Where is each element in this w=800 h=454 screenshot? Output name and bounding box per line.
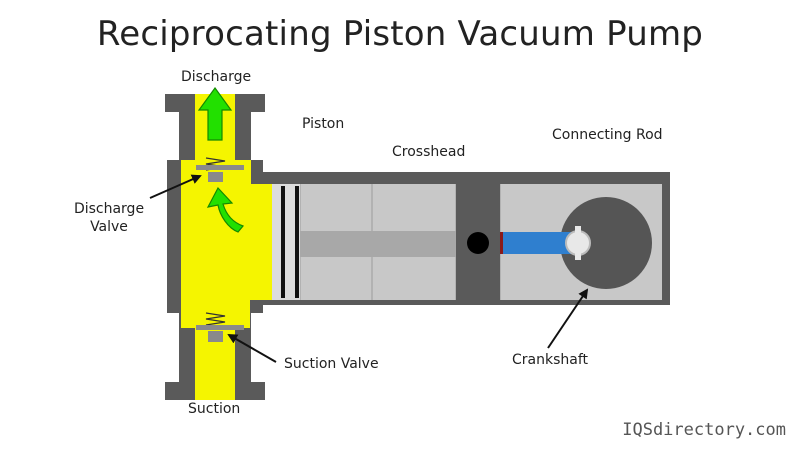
piston [272, 184, 300, 300]
gas-chamber [181, 94, 272, 400]
label-suction: Suction [188, 401, 241, 417]
crankshaft-disc [560, 197, 652, 289]
crosshead-pin [467, 232, 489, 254]
label-discharge: Discharge [181, 69, 252, 85]
piston-ring [281, 186, 285, 298]
label-piston: Piston [302, 116, 345, 132]
label-discharge-valve: Discharge Valve [71, 200, 147, 236]
label-discharge-valve-line2: Valve [90, 219, 128, 235]
label-crosshead: Crosshead [392, 144, 466, 160]
piston-rod [300, 231, 456, 257]
suction-valve [196, 312, 244, 342]
label-crankshaft: Crankshaft [512, 352, 589, 368]
discharge-valve-pointer [149, 174, 202, 199]
flow-arrow-curved [206, 186, 245, 233]
piston-ring [295, 186, 299, 298]
crankshaft-pointer [547, 288, 589, 349]
suction-valve-pointer [227, 334, 277, 363]
discharge-valve [196, 157, 244, 182]
diagram-title: Reciprocating Piston Vacuum Pump [96, 14, 704, 54]
brand-watermark: IQSdirectory.com [622, 420, 786, 440]
crosshead [456, 184, 500, 300]
label-discharge-valve-line1: Discharge [73, 201, 145, 217]
label-suction-valve: Suction Valve [284, 356, 379, 372]
connecting-rod [500, 226, 591, 260]
label-connecting-rod: Connecting Rod [552, 127, 663, 143]
flow-arrow-up [197, 86, 233, 141]
